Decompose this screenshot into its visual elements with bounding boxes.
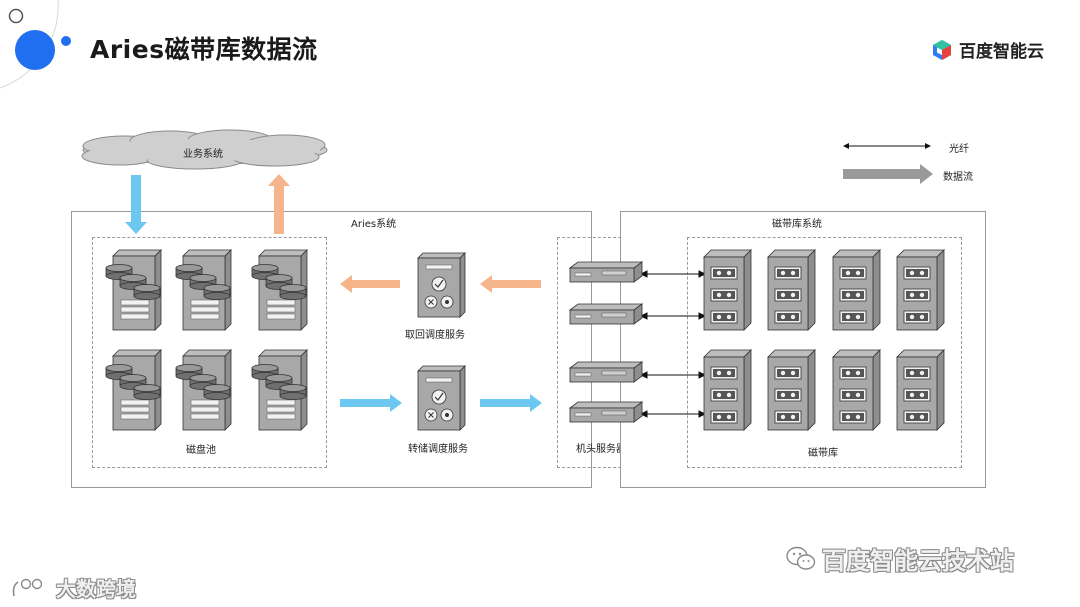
head-server-1 bbox=[568, 261, 644, 283]
blue-dot-icon bbox=[61, 36, 71, 46]
corner-watermark-text: 大数跨境 bbox=[56, 577, 136, 601]
head-server-3 bbox=[568, 361, 644, 383]
corner-watermark: 大数跨境 bbox=[10, 573, 136, 602]
disk-server-4 bbox=[105, 349, 162, 431]
small-ring-icon bbox=[8, 8, 24, 24]
tape-cabinet-bottom-3 bbox=[832, 349, 881, 431]
cloud-cube-icon bbox=[933, 39, 951, 60]
tape-cabinet-top-4 bbox=[896, 249, 945, 331]
fiber-connectors bbox=[639, 270, 707, 418]
brand-logo: 百度智能云 bbox=[931, 37, 1044, 62]
retrieve-scheduler-server bbox=[417, 252, 466, 318]
tape-library-region bbox=[687, 237, 962, 468]
dump-service-label: 转储调度服务 bbox=[408, 444, 468, 455]
wechat-watermark-text: 百度智能云技术站 bbox=[822, 547, 1014, 575]
tape-system-label: 磁带库系统 bbox=[772, 219, 822, 230]
head-server-4 bbox=[568, 401, 644, 423]
dataflow-legend-arrow bbox=[843, 164, 933, 184]
ingest-flow-arrow bbox=[125, 175, 147, 234]
disk-server-6 bbox=[251, 349, 308, 431]
tape-cabinet-bottom-4 bbox=[896, 349, 945, 431]
return-flow-arrow bbox=[268, 174, 290, 234]
tape-cabinet-top-2 bbox=[767, 249, 816, 331]
tape-cabinet-top-3 bbox=[832, 249, 881, 331]
blue-circle-icon bbox=[15, 30, 55, 70]
disk-server-2 bbox=[175, 249, 232, 331]
brand-name: 百度智能云 bbox=[959, 42, 1044, 62]
dataflow-legend-label: 数据流 bbox=[943, 172, 973, 183]
dump-scheduler-server bbox=[417, 365, 466, 431]
disk-server-1 bbox=[105, 249, 162, 331]
head-server-2 bbox=[568, 303, 644, 325]
business-system-label: 业务系统 bbox=[183, 149, 223, 160]
disk-server-5 bbox=[175, 349, 232, 431]
retrieve-service-label: 取回调度服务 bbox=[405, 330, 465, 341]
page-title: Aries磁带库数据流 bbox=[90, 35, 318, 64]
fiber-legend-label: 光纤 bbox=[949, 144, 969, 155]
disk-server-3 bbox=[251, 249, 308, 331]
footprint-icon bbox=[12, 578, 43, 596]
wechat-watermark: 百度智能云技术站 bbox=[786, 541, 1014, 576]
disk-pool-region bbox=[92, 237, 327, 468]
aries-system-label: Aries系统 bbox=[351, 219, 397, 230]
retrieve-flow-arrow-right bbox=[480, 275, 541, 293]
dump-flow-arrow-left bbox=[340, 394, 402, 412]
retrieve-flow-arrow-left bbox=[340, 275, 400, 293]
head-server-label: 机头服务器 bbox=[576, 444, 626, 455]
tape-cabinet-top-1 bbox=[703, 249, 752, 331]
tape-cabinet-bottom-2 bbox=[767, 349, 816, 431]
wechat-icon bbox=[786, 546, 816, 570]
disk-pool-label: 磁盘池 bbox=[186, 445, 216, 456]
tape-library-label: 磁带库 bbox=[808, 448, 838, 459]
dump-flow-arrow-right bbox=[480, 394, 542, 412]
tape-cabinet-bottom-1 bbox=[703, 349, 752, 431]
